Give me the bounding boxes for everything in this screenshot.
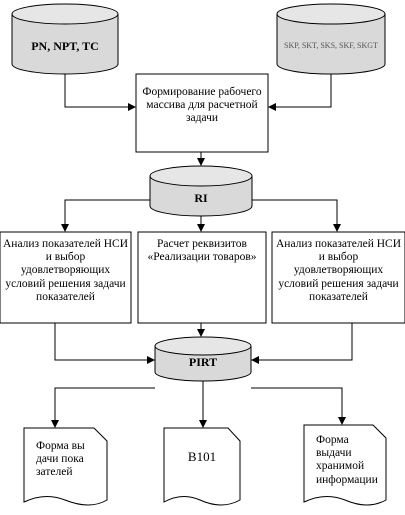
connector-ri-to-left <box>61 199 150 232</box>
database-right-label: SKP, SKT, SKS, SKF, SKGT <box>284 41 378 50</box>
database-left-label: PN, NPT, TC <box>31 39 99 53</box>
connector-pirt-to-doc-left <box>51 387 155 428</box>
process-center-label: Расчет реквизитов «Реализации товаров» <box>147 238 257 264</box>
database-mid-shape <box>149 165 253 217</box>
database-bottom-label: PIRT <box>188 355 218 369</box>
connector-ri-to-right <box>252 199 341 232</box>
document-left-shape <box>23 427 108 506</box>
document-right-shape <box>303 424 387 506</box>
connector-left-to-pirt <box>54 323 155 364</box>
connector-db-left-to-process <box>64 74 136 111</box>
document-center-label: B101 <box>187 449 217 464</box>
document-left-label: Форма выдачи показателей <box>36 440 85 479</box>
process-right-label: Анализ показателей НСИ и выбор удовлетво… <box>275 238 402 303</box>
document-right-label: Форма выдачи хранимой информации <box>316 434 378 486</box>
process-top-label: Формирование рабочего массива для расчет… <box>142 86 262 125</box>
process-center-box <box>137 231 267 324</box>
connector-right-to-pirt <box>251 323 353 364</box>
connectors <box>51 74 353 428</box>
process-left-box <box>0 231 132 324</box>
document-center-shape <box>163 427 241 506</box>
database-bottom-shape <box>154 336 252 382</box>
process-top-box <box>135 73 269 153</box>
process-right-box <box>271 231 405 324</box>
process-left-label: Анализ показателей НСИ и выбор удовлетво… <box>2 238 129 303</box>
database-left-shape <box>11 3 119 75</box>
database-right-shape <box>276 3 386 75</box>
database-mid-label: RI <box>194 191 208 205</box>
connector-pirt-to-doc-right <box>251 387 346 425</box>
connector-db-right-to-process <box>268 74 332 111</box>
